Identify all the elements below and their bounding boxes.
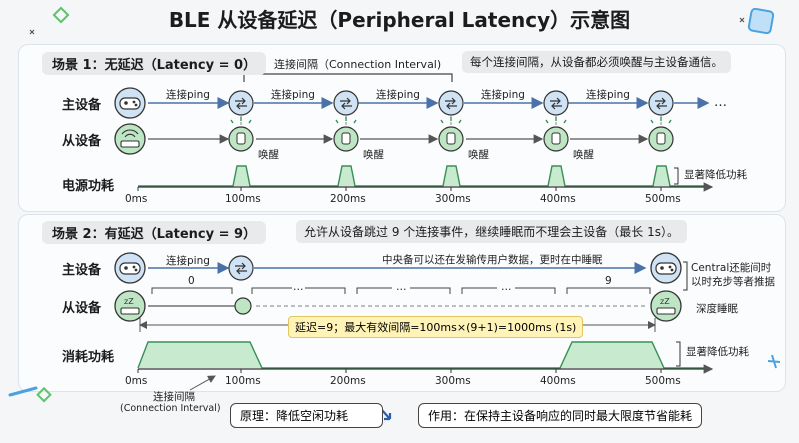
scene2-tick-1: 100ms xyxy=(225,375,261,387)
scene1-power-note: 显著降低功耗 xyxy=(684,169,747,181)
scene2-tick-3: 300ms xyxy=(435,375,471,387)
decor-cross-icon xyxy=(29,29,35,35)
scene1-power-label: 电源功耗 xyxy=(62,179,115,194)
scene1-master-node-glyphs xyxy=(235,97,667,110)
scene2-ping: 连接ping xyxy=(166,255,210,267)
decor-sparkle-icon xyxy=(767,354,781,369)
svg-text:zZ: zZ xyxy=(124,297,134,306)
scene1-wake-2: 唤醒 xyxy=(363,149,384,161)
scene1-interval-bracket xyxy=(243,73,453,82)
scene2-power-note: 显著降低功耗 xyxy=(686,346,749,358)
scene2-interval-en: (Connection Interval) xyxy=(120,403,221,414)
scene2-dots-1: … xyxy=(293,281,304,293)
scene2-interval-cn: 连接间隔 xyxy=(153,391,195,403)
scene2-tick-4: 400ms xyxy=(540,375,576,387)
scene2-slave-end-sleep-icon: zZ xyxy=(650,290,682,322)
decor-diamond-icon xyxy=(52,6,70,24)
scene2-bracket-a xyxy=(251,287,346,294)
scene2-power-bracket xyxy=(676,341,681,367)
scene1-interval-label: 连接间隔（Connection Interval) xyxy=(274,58,442,71)
scene1-master-gamepad-icon xyxy=(114,87,146,119)
scene1-wake-4: 唤醒 xyxy=(573,149,594,161)
scene1-label: 场景 1：无延迟（Latency = 0） xyxy=(42,52,267,75)
scene2-central-bracket xyxy=(683,261,688,291)
scene2-axis-ticks xyxy=(137,369,662,373)
scene2-slave-label: 从设备 xyxy=(62,301,102,316)
scene2-bracket-b xyxy=(356,287,451,294)
decor-diamond-icon-2 xyxy=(36,386,52,403)
decor-square-icon xyxy=(747,7,775,35)
scene2-bracket-9 xyxy=(566,287,651,294)
scene1-tick-4: 400ms xyxy=(540,193,576,205)
scene2-note: 允许从设备跳过 9 个连接事件，继续睡眠而不理会主设备（最长 1s）。 xyxy=(296,220,687,243)
scene2-interval-pointer xyxy=(189,375,216,391)
scene2-count-0: 0 xyxy=(188,275,195,287)
scene1-tick-2: 200ms xyxy=(330,193,366,205)
scene2-slave-sleep-icon: zZ xyxy=(114,290,146,322)
scene1-slave-node-glyphs xyxy=(236,132,666,145)
scene2-bracket-c xyxy=(461,287,556,294)
scene2-power-curve xyxy=(137,341,705,369)
scene1-ping-5: 连接ping xyxy=(586,89,630,101)
scene1-power-curve xyxy=(138,165,705,187)
scene2-master-label: 主设备 xyxy=(62,263,102,278)
scene2-slave-skip-node xyxy=(234,297,252,315)
scene2-power-label: 消耗功耗 xyxy=(62,350,115,365)
scene2-right-note-1: Central还能间时 xyxy=(691,262,772,274)
scene1-ping-1: 连接ping xyxy=(166,89,210,101)
principle-box: 原理：降低空闲功耗 xyxy=(230,403,384,428)
scene2-master-gamepad-icon xyxy=(114,252,146,284)
scene1-master-nodes xyxy=(228,90,674,116)
scene2-count-9: 9 xyxy=(605,275,612,287)
scene1-wake-1: 唤醒 xyxy=(258,149,279,161)
scene1-note: 每个连接间隔，从设备都必须唤醒与主设备通信。 xyxy=(462,51,731,73)
scene2-tick-2: 200ms xyxy=(330,375,366,387)
scene1-wake-rays xyxy=(230,117,672,124)
scene2-right-note-2: 以时充步等者推据 xyxy=(691,276,775,288)
scene2-tick-0: 0ms xyxy=(125,375,148,387)
scene2-bracket-0 xyxy=(151,287,233,294)
scene1-ping-2: 连接ping xyxy=(271,89,315,101)
scene1-ellipsis: … xyxy=(714,95,727,110)
scene2-deep-sleep: 深度睡眠 xyxy=(696,303,738,315)
scene2-central-note: 中央备可以还在发输传用户数据，更时在中睡眠 xyxy=(382,254,603,266)
svg-text:zZ: zZ xyxy=(660,297,670,306)
scene1-slave-label: 从设备 xyxy=(62,134,102,149)
decor-cross-icon xyxy=(739,17,745,23)
scene1-power-bracket xyxy=(674,167,679,185)
scene1-wake-3: 唤醒 xyxy=(468,149,489,161)
scene1-axis-ticks xyxy=(137,187,662,191)
scene1-ping-3: 连接ping xyxy=(376,89,420,101)
scene1-tick-5: 500ms xyxy=(645,193,681,205)
scene1-ping-4: 连接ping xyxy=(481,89,525,101)
scene2-master-node xyxy=(228,255,254,281)
decor-line-icon xyxy=(8,386,38,397)
scene1-tick-0: 0ms xyxy=(125,193,148,205)
scene2-tick-5: 500ms xyxy=(645,375,681,387)
diagram-title: BLE 从设备延迟（Peripheral Latency）示意图 xyxy=(168,8,631,32)
scene2-dots-2: … xyxy=(396,281,407,293)
scene1-tick-1: 100ms xyxy=(225,193,261,205)
scene1-tick-3: 300ms xyxy=(435,193,471,205)
scene2-master-end-gamepad-icon xyxy=(650,252,682,284)
scene1-master-label: 主设备 xyxy=(62,98,102,113)
effect-box: 作用：在保持主设备响应的同时最大限度节省能耗 xyxy=(418,403,703,428)
scene2-latency-formula: 延迟=9；最大有效间隔=100ms×(9+1)=1000ms (1s) xyxy=(288,316,584,338)
scene1-slave-sensor-icon xyxy=(114,123,146,155)
scene2-dots-3: … xyxy=(501,281,512,293)
scene2-label: 场景 2：有延迟（Latency = 9） xyxy=(42,221,267,244)
